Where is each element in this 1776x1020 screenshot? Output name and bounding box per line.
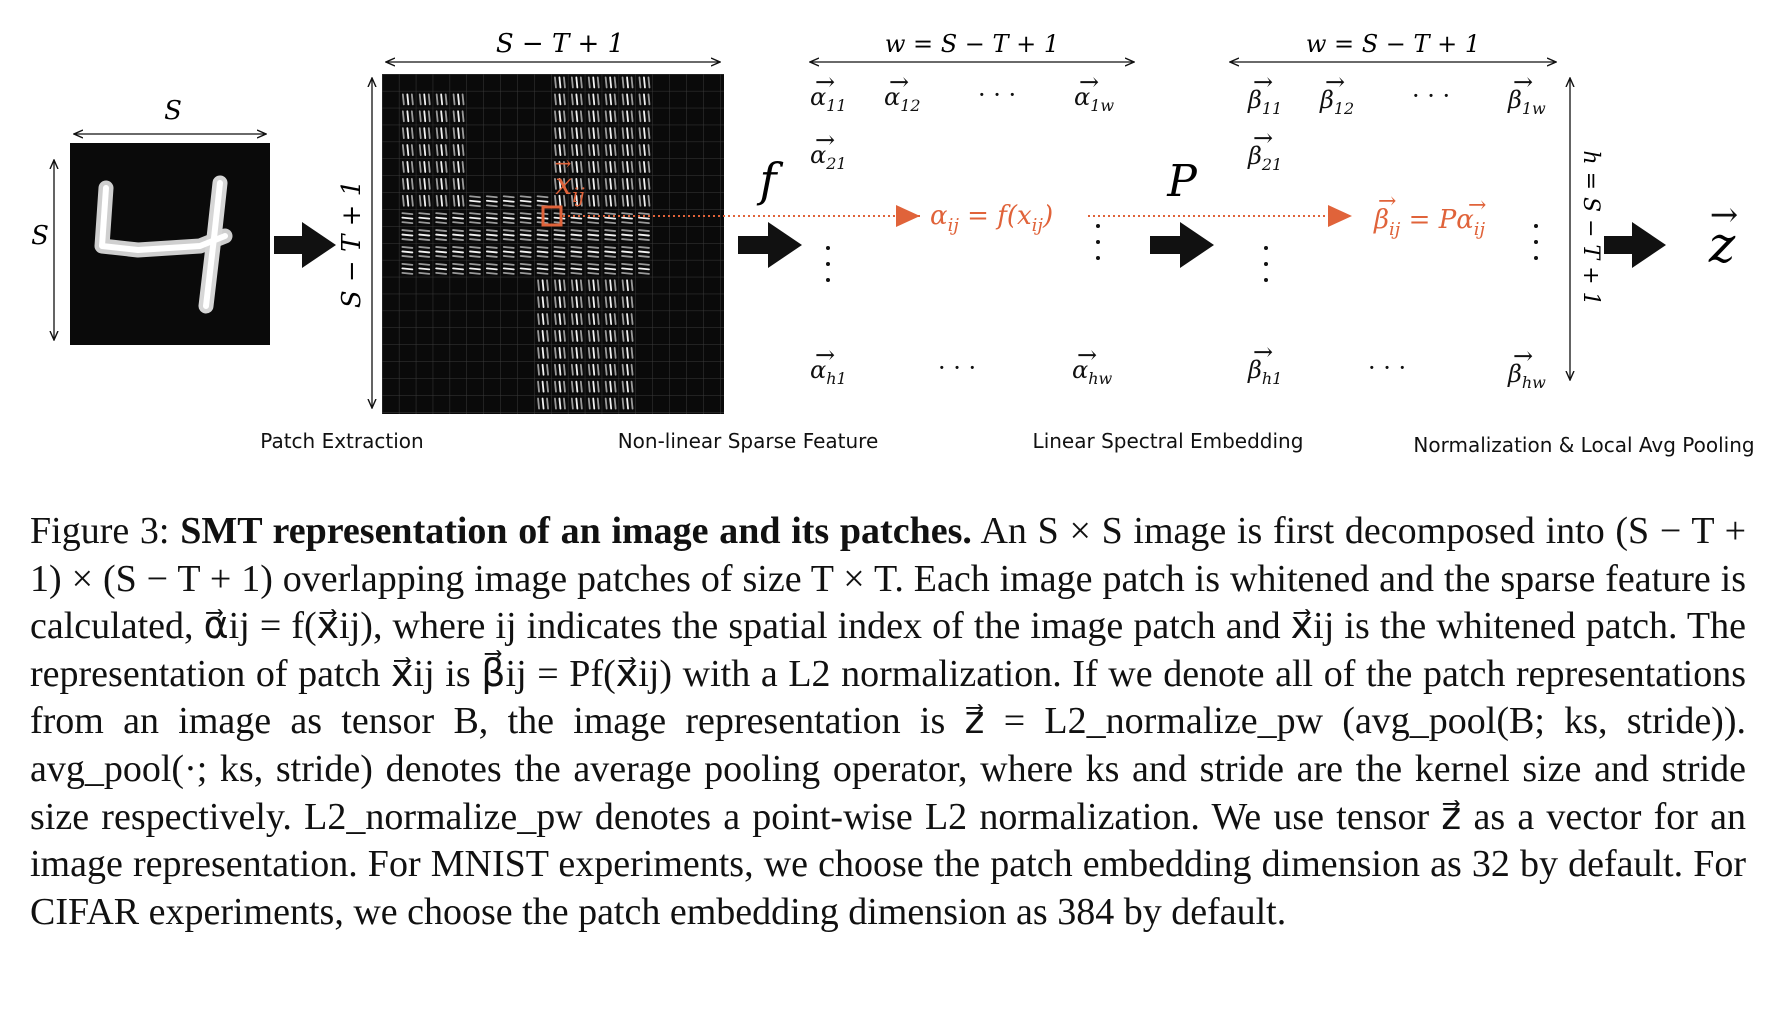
svg-text:→: →: [1378, 189, 1396, 214]
svg-text:→: →: [815, 68, 835, 96]
beta-dots-bottom: · · ·: [1368, 354, 1406, 382]
beta-hw: βhw: [1507, 360, 1546, 392]
z-vector-arrow: →: [1710, 195, 1739, 235]
caption-body: An S × S image is first decomposed into …: [30, 510, 1746, 933]
dimension-s-top: S: [74, 96, 266, 134]
svg-text:→: →: [1513, 342, 1533, 370]
arrow-3-icon: [1150, 222, 1214, 268]
s-top-label: S: [164, 96, 182, 126]
svg-text:→: →: [1253, 338, 1273, 366]
stp1-top-label: S − T + 1: [496, 29, 624, 59]
label-patch-extraction: Patch Extraction: [260, 429, 423, 453]
caption-title: SMT representation of an image and its p…: [180, 510, 972, 552]
svg-text:→: →: [1077, 341, 1097, 369]
beta-vdots: [1264, 224, 1538, 282]
svg-text:→: →: [1253, 124, 1273, 152]
alpha-dots-top: · · ·: [978, 81, 1016, 109]
p-operator: P: [1166, 156, 1198, 207]
svg-text:→: →: [815, 341, 835, 369]
beta-12: β12: [1319, 86, 1354, 118]
alpha-21: α21: [810, 141, 847, 173]
arrow-2-icon: [738, 222, 802, 268]
patch-highlight: [541, 205, 563, 227]
dimension-s-left: S: [31, 160, 54, 340]
svg-text:→: →: [1253, 68, 1273, 96]
alpha-11: α11: [810, 83, 847, 115]
beta-h1: βh1: [1247, 356, 1282, 388]
patch-grid-image: xij →: [382, 74, 724, 414]
svg-text:→: →: [1513, 68, 1533, 96]
dimension-h: h = S − T + 1: [1570, 78, 1603, 380]
smt-diagram: S S xij → S − T + 1 S − T + 1 f w = S − …: [31, 29, 1755, 457]
beta-dots-top: · · ·: [1412, 82, 1450, 110]
w-beta-label: w = S − T + 1: [1306, 30, 1480, 58]
svg-text:→: →: [889, 68, 909, 96]
alpha-vdots: [826, 224, 1100, 282]
stp1-left-label: S − T + 1: [337, 180, 367, 308]
svg-text:→: →: [1468, 193, 1486, 218]
f-operator: f: [756, 153, 783, 207]
dimension-stp1-top: S − T + 1: [386, 29, 720, 62]
figure-caption: Figure 3: SMT representation of an image…: [30, 508, 1746, 936]
s-left-label: S: [31, 221, 49, 251]
label-spectral-embedding: Linear Spectral Embedding: [1033, 429, 1304, 453]
dimension-w-alpha: w = S − T + 1: [810, 30, 1134, 62]
alpha-dots-bottom: · · ·: [938, 354, 976, 382]
beta-1w: β1w: [1507, 86, 1546, 118]
alpha-h1: αh1: [810, 356, 847, 388]
x-ij-label: xij: [555, 167, 585, 207]
dimension-w-beta: w = S − T + 1: [1230, 30, 1556, 62]
beta-formula-arrows: → →: [1378, 189, 1486, 218]
beta-grid: β11 β12 · · · β1w β21 βh1 · · · βhw → → …: [1247, 68, 1546, 392]
label-normalization: Normalization & Local Avg Pooling: [1413, 433, 1754, 457]
beta-21: β21: [1247, 142, 1282, 174]
svg-text:→: →: [1079, 68, 1099, 96]
alpha-hw: αhw: [1072, 356, 1113, 388]
beta-formula: βij = Pαij: [1373, 205, 1486, 240]
alpha-formula: αij = f(xij): [930, 201, 1053, 236]
caption-label: Figure 3:: [30, 510, 170, 552]
svg-text:→: →: [1325, 68, 1345, 96]
w-alpha-label: w = S − T + 1: [885, 30, 1059, 58]
alpha-12: α12: [884, 83, 921, 115]
z-output: z: [1708, 216, 1736, 274]
input-digit-image: [70, 143, 270, 345]
alpha-grid: α11 α12 · · · α1w α21 αh1 · · · αhw → → …: [810, 68, 1114, 388]
svg-text:→: →: [815, 126, 835, 154]
svg-text:→: →: [555, 151, 572, 175]
beta-11: β11: [1247, 86, 1282, 118]
alpha-arrows: → → → → → →: [815, 68, 1099, 369]
dimension-stp1-left: S − T + 1: [337, 78, 372, 408]
arrow-1-icon: [274, 222, 336, 268]
h-label: h = S − T + 1: [1578, 150, 1603, 305]
alpha-1w: α1w: [1074, 83, 1114, 115]
beta-arrows: → → → → → →: [1253, 68, 1533, 370]
label-sparse-feature: Non-linear Sparse Feature: [618, 429, 879, 453]
arrow-4-icon: [1604, 222, 1666, 268]
